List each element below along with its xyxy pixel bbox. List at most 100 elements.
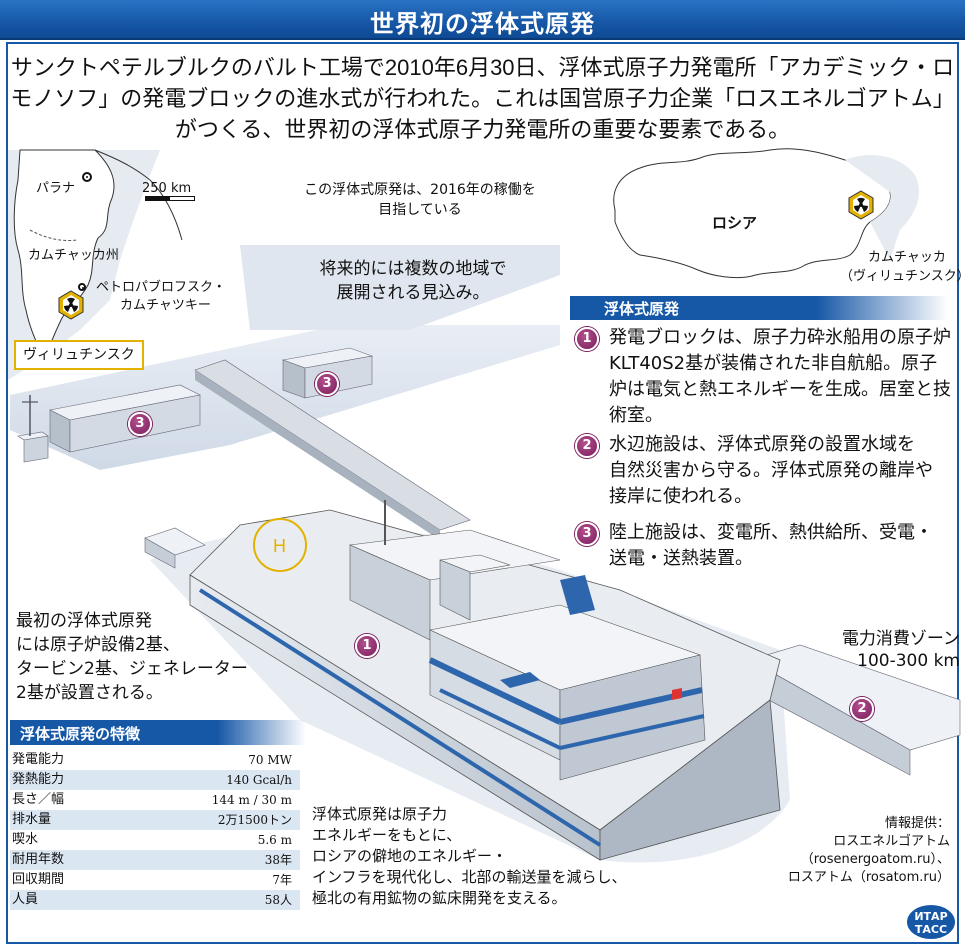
- start-note-1: この浮体式原発は、2016年の稼働を: [304, 182, 536, 198]
- spec-label: 人員: [12, 892, 39, 907]
- kamchatka-peninsula: [13, 149, 115, 362]
- tower-front: [439, 559, 471, 621]
- spec-label: 耐用年数: [12, 852, 65, 867]
- flag: [672, 688, 682, 700]
- pier-deck: [194, 359, 471, 531]
- legend-badge-1: 1: [575, 327, 599, 351]
- credit-line-3: （rosenergoatom.ru）、: [800, 852, 950, 867]
- equip-note-3: タービン2基、ジェネレーター: [16, 659, 248, 679]
- legend-badge-2: 2: [575, 434, 599, 458]
- legend-item-2-line-2: 自然災害から守る。浮体式原発の離岸や: [609, 460, 933, 481]
- spec-label: 発電能力: [12, 752, 65, 767]
- purpose-note-2: エネルギーをもとに、: [312, 826, 462, 844]
- floating-power-unit: H: [189, 500, 781, 861]
- mainland-coast: [94, 149, 183, 241]
- spec-value: 144 m / 30 m: [211, 793, 292, 807]
- future-note-2: 展開される見込み。: [336, 283, 490, 303]
- agency-bottom: ТАСС: [915, 923, 947, 936]
- helipad-h: H: [273, 536, 286, 556]
- deckhouse-stripe-4: [559, 714, 705, 750]
- palana-label: パラナ: [36, 181, 76, 196]
- zone-note-1: 電力消費ゾーン: [841, 629, 960, 649]
- russia-nuclear-icon: [848, 190, 874, 220]
- spec-value: 58人: [264, 893, 292, 907]
- legend-heading: 浮体式原発: [604, 300, 680, 318]
- table-row: 排水量 2万1500トン: [10, 810, 300, 830]
- page-title: 世界初の浮体式原発: [370, 10, 595, 38]
- zone-note-2: 100-300 km: [857, 651, 960, 671]
- purpose-note-1: 浮体式原発は原子力: [312, 805, 448, 823]
- spec-value: 70 MW: [248, 753, 292, 767]
- hull-stripe: [198, 588, 602, 847]
- spec-label: 回収期間: [12, 872, 65, 887]
- specs-heading: 浮体式原発の特徴: [20, 725, 141, 743]
- equip-note-4: 2基が設置される。: [16, 683, 163, 703]
- table-row: 発電能力 70 MW: [10, 750, 300, 770]
- legend-item-1-line-2: KLT40S2基が装備された非自航船。原子: [609, 353, 938, 374]
- title-bar: [0, 0, 965, 40]
- spec-value: 5.6 m: [257, 833, 292, 847]
- petropavlovsk-label-2: カムチャツキー: [120, 298, 211, 313]
- specs-table: 発電能力 70 MW 発熱能力 140 Gcal/h 長さ／幅 144 m / 30 …: [10, 750, 300, 910]
- legend-item-1-line-1: 発電ブロックは、原子力砕氷船用の原子炉: [609, 327, 951, 348]
- legend-badge-3: 3: [575, 522, 599, 546]
- deckhouse-stripe-1: [428, 657, 562, 725]
- blue-crane: [560, 575, 595, 615]
- marker-floating-unit: 1: [355, 634, 379, 658]
- spec-label: 発熱能力: [12, 772, 65, 787]
- start-note-2: 目指している: [378, 202, 462, 218]
- legend-item-2-line-1: 水辺施設は、浮体式原発の設置水域を: [609, 434, 915, 455]
- purpose-note-4: インフラを現代化し、北部の輸送量を減らし、: [312, 868, 627, 886]
- legend-item-3: 3 陸上施設は、変電所、熱供給所、受電・ 送電・送熱装置。: [575, 520, 960, 576]
- russia-site-label-2: （ヴィリュチンスク）: [840, 269, 965, 284]
- russia-sea: [845, 155, 920, 260]
- lead-paragraph: サンクトペテルブルクのバルト工場で2010年6月30日、浮体式原子力発電所「アカ…: [10, 55, 955, 142]
- legend-item-3-line-1: 陸上施設は、変電所、熱供給所、受電・: [609, 522, 933, 543]
- vilyuchinsk-label: ヴィリュチンスク: [14, 340, 144, 370]
- kamchatka-map: [8, 149, 183, 380]
- access-pier: [194, 359, 471, 540]
- credit-block: 情報提供： ロスエネルゴアトム （rosenergoatom.ru）、 ロスアト…: [760, 815, 950, 887]
- upper-ice: [240, 245, 560, 330]
- equip-note-2: には原子炉設備2基、: [16, 635, 180, 655]
- russia-label: ロシア: [712, 214, 758, 232]
- pier-side: [195, 370, 440, 540]
- spec-label: 長さ／幅: [12, 792, 65, 807]
- spec-label: 排水量: [12, 812, 52, 827]
- credit-line-1: 情報提供：: [884, 816, 950, 831]
- legend-item-1: 1 発電ブロックは、原子力砕氷船用の原子炉 KLT40S2基が装備された非自航船…: [575, 325, 960, 429]
- table-row: 人員 58人: [10, 890, 300, 910]
- table-row: 長さ／幅 144 m / 30 m: [10, 790, 300, 810]
- spec-value: 7年: [272, 873, 292, 887]
- legend-item-2: 2 水辺施設は、浮体式原発の設置水域を 自然災害から守る。浮体式原発の離岸や 接…: [575, 432, 960, 512]
- spec-value: 140 Gcal/h: [226, 773, 292, 787]
- russia-site-label-1: カムチャッカ: [868, 250, 946, 265]
- border-line: [29, 229, 79, 241]
- petropavlovsk-label-1: ペトロパブロフスク・: [96, 280, 226, 295]
- equip-note-1: 最初の浮体式原発: [16, 611, 152, 631]
- marker-breakwater: 2: [850, 697, 874, 721]
- spec-value: 2万1500トン: [217, 813, 292, 827]
- marker-land-left: 3: [128, 412, 152, 436]
- legend-heading-bar: 浮体式原発: [570, 296, 948, 320]
- mooring-block-side: [144, 537, 176, 569]
- table-row: 回収期間 7年: [10, 870, 300, 890]
- table-row: 喫水 5.6 m: [10, 830, 300, 850]
- breakwater: [144, 527, 961, 776]
- purpose-note-3: ロシアの僻地のエネルギー・: [312, 847, 508, 865]
- nuclear-site-icon: [58, 290, 84, 320]
- scale-bar: [145, 196, 195, 201]
- land-building-small-side: [23, 435, 49, 463]
- legend-item-1-line-4: 術室。: [609, 405, 663, 426]
- lifeboat: [500, 672, 540, 688]
- deckhouse-end: [559, 654, 706, 781]
- credit-line-4: ロスアトム（rosatom.ru）: [787, 870, 950, 885]
- purpose-note-5: 極北の有用鉱物の鉱床開発を支える。: [312, 889, 567, 907]
- table-row: 耐用年数 38年: [10, 850, 300, 870]
- spec-value: 38年: [264, 853, 292, 867]
- spec-label: 喫水: [12, 832, 39, 847]
- deckhouse-stripe-3: [439, 688, 561, 750]
- agency-top: ИТАР: [914, 910, 947, 923]
- hull-stern: [599, 699, 781, 861]
